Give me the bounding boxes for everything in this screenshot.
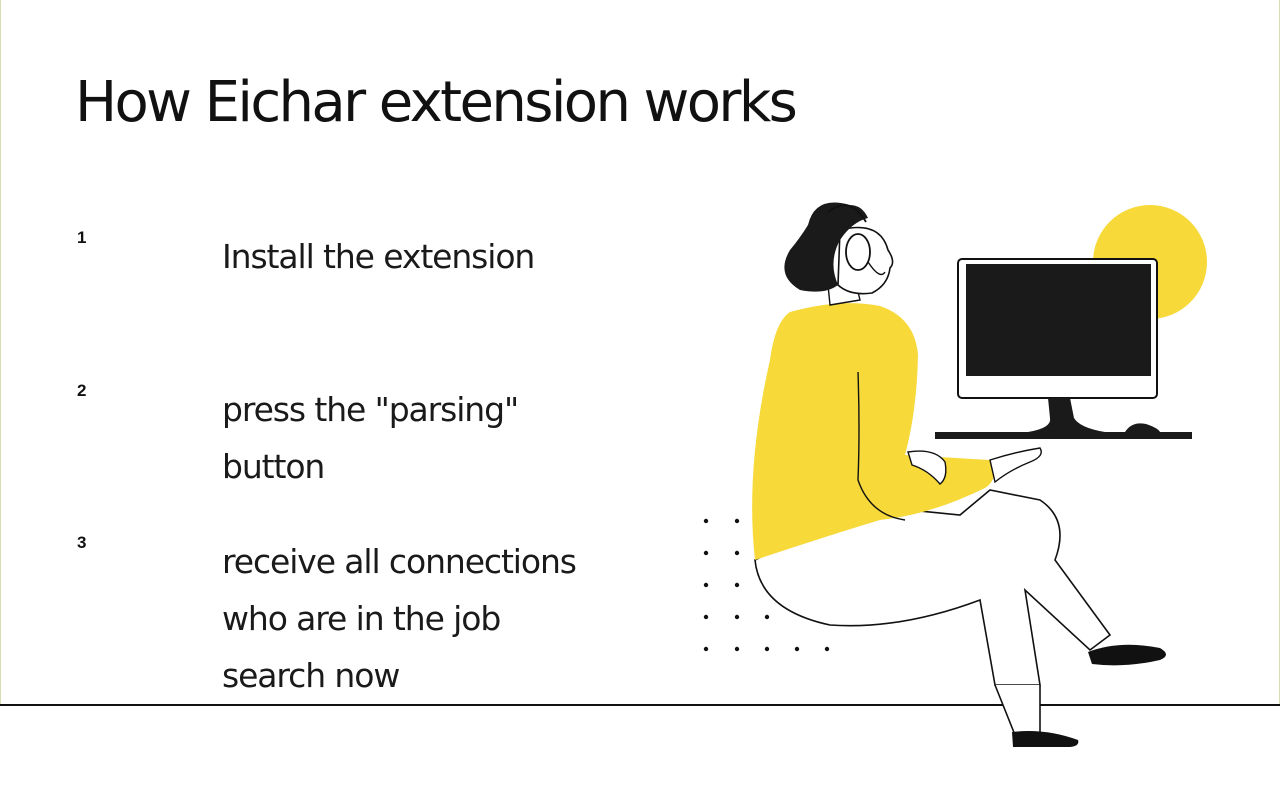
step-number: 3	[77, 533, 87, 552]
page-title: How Eichar extension works	[75, 70, 798, 135]
shoe-icon	[1088, 644, 1166, 666]
legs-icon	[754, 489, 1112, 736]
step-text: press the "parsing" button	[222, 390, 519, 486]
hair-icon	[784, 202, 868, 292]
step-number: 1	[77, 228, 87, 247]
hand-icon	[989, 447, 1042, 484]
hand-icon	[907, 450, 947, 485]
step-number: 2	[77, 381, 87, 400]
monitor-icon	[935, 258, 1192, 439]
sweater-icon	[752, 303, 994, 560]
step-text: receive all connections who are in the j…	[222, 542, 577, 695]
step-text: Install the extension	[222, 237, 535, 276]
divider-line	[0, 704, 1280, 706]
woman-with-headset-at-computer-icon	[703, 202, 1207, 747]
shoe-icon	[1012, 731, 1079, 747]
dot-grid-icon	[703, 518, 830, 652]
headset-icon	[827, 204, 886, 276]
